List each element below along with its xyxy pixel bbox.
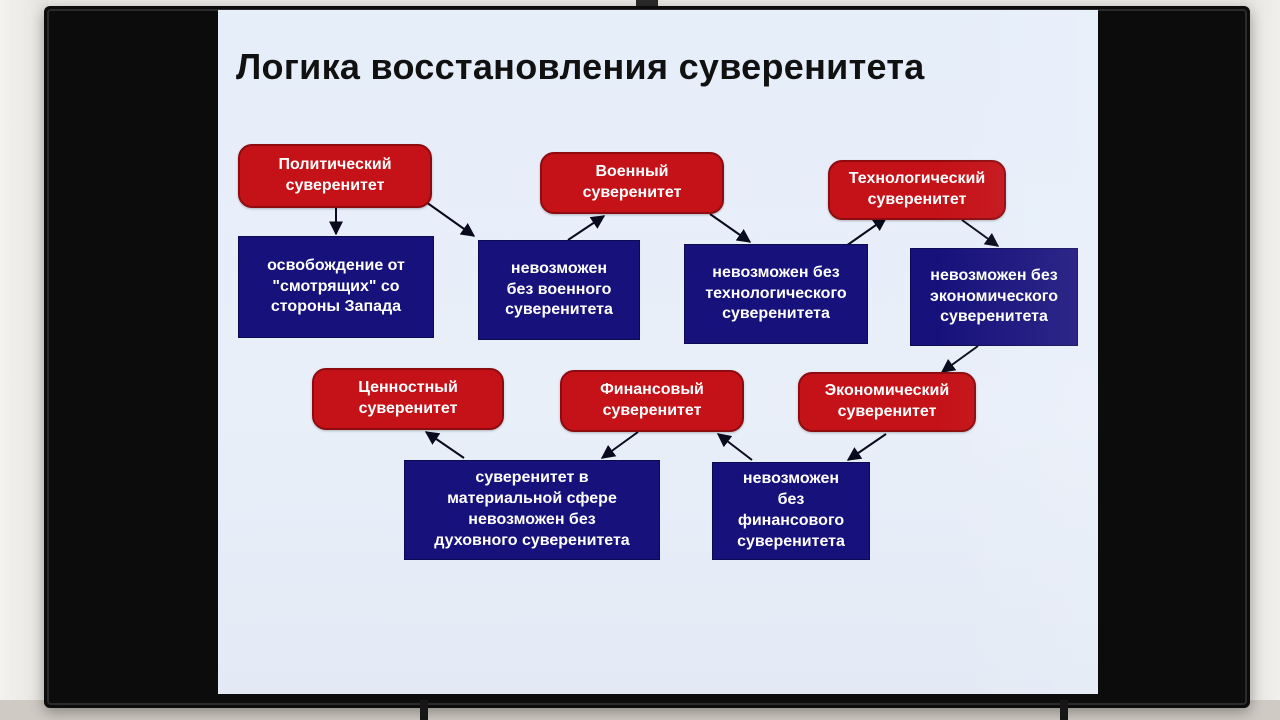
arrow-no-technological-to-technological	[845, 217, 888, 247]
liberation-line3: стороны Запада	[270, 298, 402, 316]
liberation-condition-box: освобождение от "смотрящих" со стороны З…	[238, 236, 434, 338]
arrow-material-to-values	[424, 431, 465, 459]
no-technological-line2: технологического	[705, 284, 847, 302]
arrow-no-military-to-military	[567, 215, 606, 241]
no-economic-line2: экономического	[930, 287, 1058, 305]
material-line2: материальной сфере	[447, 490, 617, 508]
material-line4: духовного суверенитета	[434, 531, 630, 549]
no-financial-line2: без	[777, 491, 805, 509]
values-line2: суверенитет	[358, 400, 458, 417]
no-economic-condition-box: невозможен без экономического суверените…	[910, 248, 1078, 346]
financial-sovereignty-box: Финансовый суверенитет	[560, 370, 744, 432]
economic-sovereignty-box: Экономический суверенитет	[798, 372, 976, 432]
liberation-line1: освобождение от	[267, 256, 405, 274]
tv-stand-right	[1060, 700, 1068, 720]
technological-sovereignty-box: Технологический суверенитет	[828, 160, 1006, 220]
liberation-line2: "смотрящих" со	[272, 277, 400, 295]
tv-stand-left	[420, 700, 428, 720]
no-military-line1: невозможен	[510, 259, 608, 277]
no-military-line3: суверенитета	[505, 301, 613, 319]
arrow-political-to-no-military	[425, 201, 476, 237]
no-technological-line1: невозможен без	[712, 263, 840, 281]
material-line3: невозможен без	[468, 511, 596, 528]
technological-line2: суверенитет	[867, 191, 967, 208]
political-line1: Политический	[278, 156, 392, 174]
arrow-economic-to-no-financial	[846, 433, 887, 461]
arrow-financial-to-material	[600, 431, 639, 459]
no-financial-condition-box: невозможен без финансового суверенитета	[712, 462, 870, 560]
wall-left	[0, 0, 48, 720]
military-line1: Военный	[595, 163, 669, 181]
no-financial-line3: финансового	[737, 512, 845, 529]
material-sphere-condition-box: суверенитет в материальной сфере невозмо…	[404, 460, 660, 560]
no-financial-line1: невозможен	[742, 470, 840, 488]
no-military-condition-box: невозможен без военного суверенитета	[478, 240, 640, 340]
technological-line1: Технологический	[848, 170, 986, 188]
material-line1: суверенитет в	[475, 469, 589, 487]
arrows-layer	[329, 201, 1000, 461]
no-economic-line1: невозможен без	[930, 266, 1058, 284]
values-sovereignty-box: Ценностный суверенитет	[312, 368, 504, 430]
arrow-no-financial-to-financial	[716, 433, 753, 461]
political-sovereignty-box: Политический суверенитет	[238, 144, 432, 208]
economic-line2: суверенитет	[837, 403, 937, 420]
political-line2: суверенитет	[285, 177, 385, 194]
no-financial-line4: суверенитета	[737, 532, 845, 550]
military-line2: суверенитет	[582, 184, 682, 201]
presentation-slide: Логика восстановления суверенитета Полит…	[218, 10, 1098, 694]
arrow-technological-to-no-economic	[961, 219, 1000, 247]
military-sovereignty-box: Военный суверенитет	[540, 152, 724, 214]
no-technological-condition-box: невозможен без технологического суверени…	[684, 244, 868, 344]
economic-line1: Экономический	[824, 382, 950, 400]
financial-line1: Финансовый	[600, 381, 704, 399]
no-military-line2: без военного	[506, 280, 612, 298]
values-line1: Ценностный	[358, 379, 458, 397]
slide-title: Логика восстановления суверенитета	[236, 46, 925, 87]
arrow-no-economic-to-economic	[940, 345, 979, 373]
no-technological-line3: суверенитета	[722, 305, 830, 323]
no-economic-line3: суверенитета	[940, 308, 1048, 326]
arrow-military-to-no-technological	[709, 213, 752, 243]
financial-line2: суверенитет	[602, 402, 702, 419]
